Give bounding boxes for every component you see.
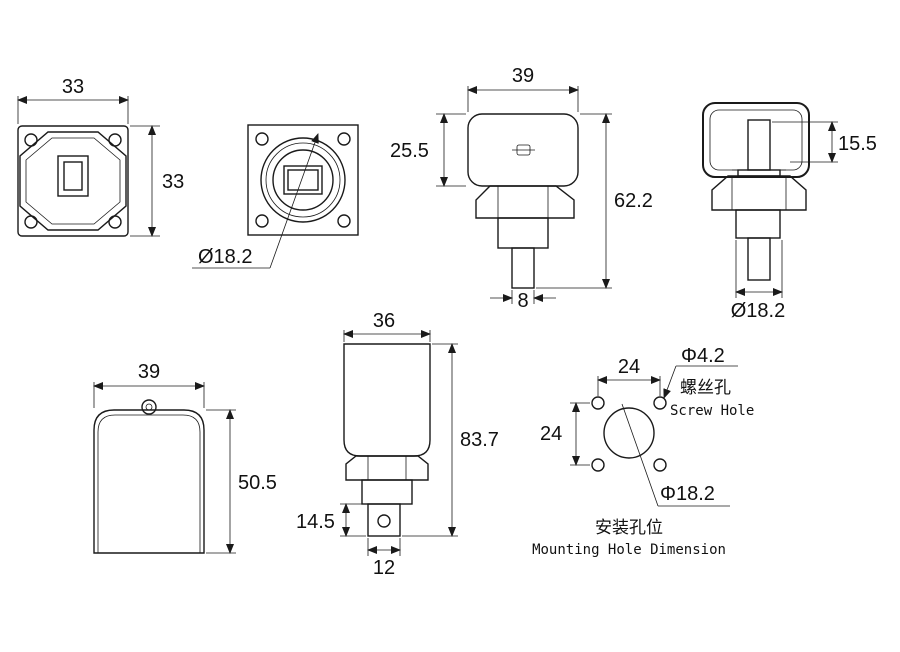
long-side-view: 36 83.7 14.5 12 bbox=[296, 310, 499, 579]
side-right-view: 15.5 Ø18.2 bbox=[702, 102, 877, 322]
long-width-dim: 36 bbox=[373, 310, 395, 332]
flange-diameter-dim: Ø18.2 bbox=[198, 246, 252, 268]
center-diameter-dim: Φ18.2 bbox=[660, 483, 715, 505]
long-shaft-width-dim: 12 bbox=[373, 557, 395, 579]
side-view: 39 25.5 62.2 8 bbox=[390, 65, 653, 312]
square-width-dim: 33 bbox=[62, 76, 84, 98]
side-width-dim: 39 bbox=[512, 65, 534, 87]
mounting-hole-view: 24 24 Φ4.2 螺丝孔 Screw Hole Φ18.2 安装孔位 Mou… bbox=[532, 345, 754, 558]
long-total-height-dim: 83.7 bbox=[460, 429, 499, 451]
screw-diameter-dim: Φ4.2 bbox=[681, 345, 725, 367]
square-front-view: 33 33 bbox=[17, 76, 184, 237]
right-diameter-dim: Ø18.2 bbox=[731, 300, 785, 322]
flange-front-view: Ø18.2 bbox=[192, 124, 359, 269]
side-shaft-width-dim: 8 bbox=[517, 290, 528, 312]
mounting-title-en: Mounting Hole Dimension bbox=[532, 542, 726, 558]
right-head-height-dim: 15.5 bbox=[838, 133, 877, 155]
mount-spacing-y-dim: 24 bbox=[540, 423, 562, 445]
side-total-height-dim: 62.2 bbox=[614, 190, 653, 212]
long-shaft-height-dim: 14.5 bbox=[296, 511, 335, 533]
mounting-title-cn: 安装孔位 bbox=[595, 518, 663, 538]
cover-view: 39 50.5 bbox=[93, 361, 277, 554]
cover-height-dim: 50.5 bbox=[238, 472, 277, 494]
screw-hole-label-cn: 螺丝孔 bbox=[680, 378, 731, 398]
mount-spacing-x-dim: 24 bbox=[618, 356, 640, 378]
square-height-dim: 33 bbox=[162, 171, 184, 193]
screw-hole-label-en: Screw Hole bbox=[670, 403, 754, 419]
cover-width-dim: 39 bbox=[138, 361, 160, 383]
side-head-height-dim: 25.5 bbox=[390, 140, 429, 162]
